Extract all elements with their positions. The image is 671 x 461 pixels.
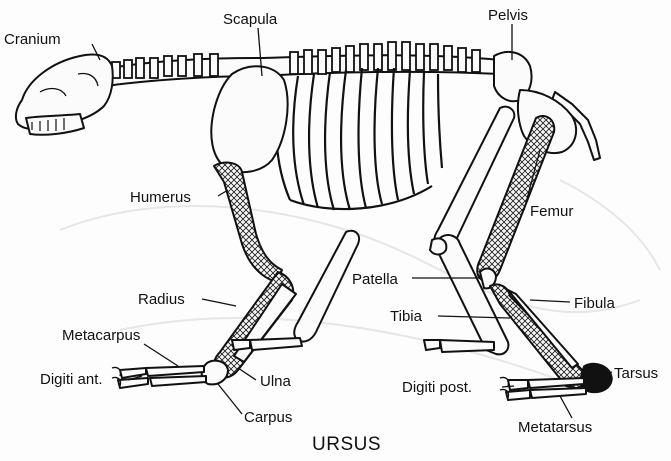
label-patella: Patella <box>352 271 399 288</box>
label-pelvis: Pelvis <box>488 7 528 24</box>
digiti-ant-bones <box>112 367 148 388</box>
label-humerus: Humerus <box>130 189 191 206</box>
label-metacarpus: Metacarpus <box>62 327 140 344</box>
label-carpus: Carpus <box>244 409 292 426</box>
label-metatarsus: Metatarsus <box>518 419 592 436</box>
label-radius: Radius <box>138 291 185 308</box>
diagram-title: URSUS <box>312 434 381 455</box>
hindlimb <box>477 116 612 400</box>
label-femur: Femur <box>530 203 573 220</box>
digiti-post-bones <box>500 377 530 400</box>
label-digiti-ant: Digiti ant. <box>40 371 103 388</box>
label-digiti-post: Digiti post. <box>402 379 472 396</box>
ribcage <box>276 68 442 210</box>
metacarpus-bones <box>146 366 206 386</box>
label-scapula: Scapula <box>223 11 278 28</box>
label-ulna: Ulna <box>260 373 292 390</box>
cranium-bone <box>16 54 113 134</box>
label-fibula: Fibula <box>574 295 616 312</box>
humerus-bone <box>214 163 282 282</box>
metatarsus-bones <box>528 378 586 398</box>
vertebral-column <box>100 42 500 86</box>
label-tarsus: Tarsus <box>614 365 658 382</box>
label-tibia: Tibia <box>390 308 423 325</box>
label-cranium: Cranium <box>4 31 61 48</box>
scapula-bone <box>211 66 287 172</box>
leader-lines <box>92 24 612 418</box>
